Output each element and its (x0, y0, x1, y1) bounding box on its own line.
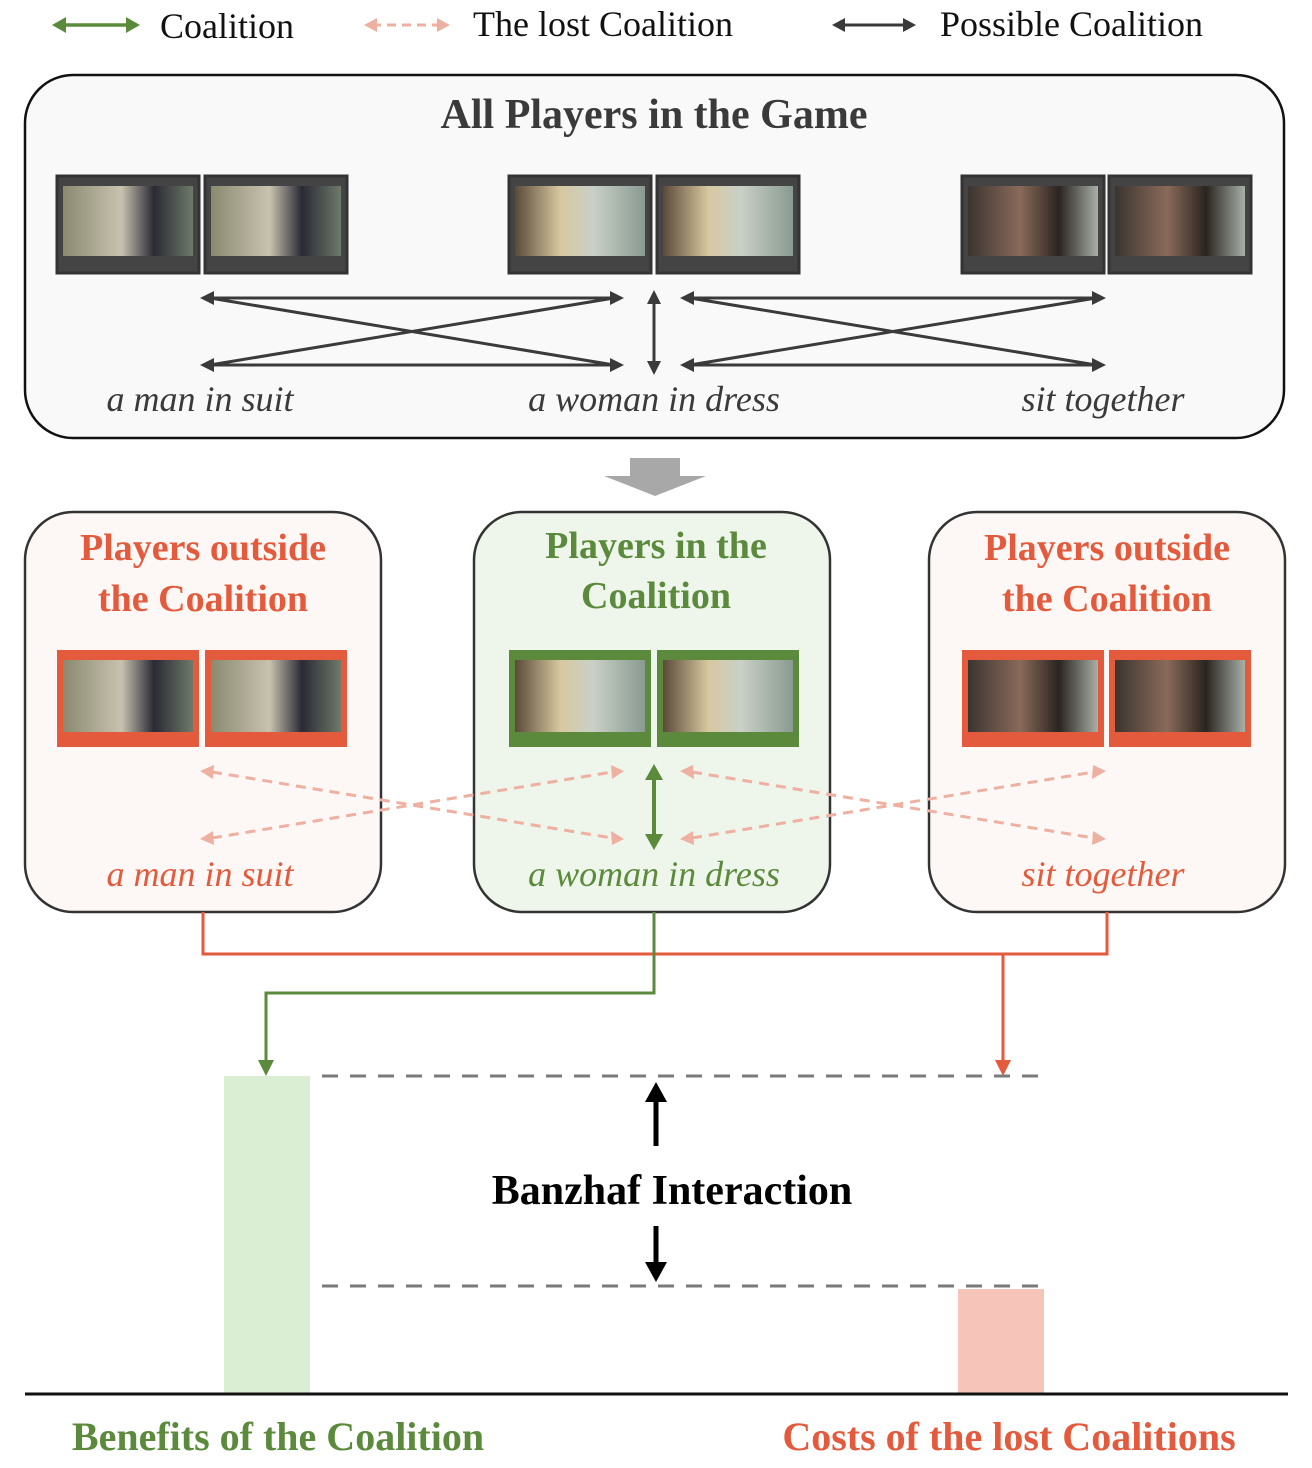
top-label-woman: a woman in dress (528, 379, 780, 419)
outside-box-left: Players outside the Coalition a man in s… (23, 510, 383, 914)
frame-group-woman (507, 174, 801, 275)
outside-left-title-line1: Players outside (80, 527, 326, 569)
lost-coalition-arrows (200, 765, 1106, 845)
mid-label-woman: a woman in dress (528, 854, 780, 894)
legend: Coalition The lost Coalition Possible Co… (52, 4, 1203, 46)
frame-group-man (55, 174, 349, 275)
all-players-title: All Players in the Game (441, 92, 868, 138)
coalition-arrow (645, 764, 663, 850)
legend-lost-label: The lost Coalition (473, 4, 733, 44)
possible-coalition-arrows (200, 290, 1106, 375)
legend-lost-arrow (364, 18, 450, 32)
mid-label-man: a man in suit (106, 854, 294, 894)
interaction-chart: Banzhaf Interaction (25, 1074, 1288, 1396)
coalition-title-line2: Coalition (581, 575, 731, 617)
banzhaf-interaction-label: Banzhaf Interaction (492, 1168, 853, 1214)
benefits-label: Benefits of the Coalition (72, 1414, 484, 1459)
outside-right-title-line2: the Coalition (1002, 578, 1212, 620)
interaction-down-arrow (645, 1226, 667, 1282)
interaction-up-arrow (645, 1082, 667, 1146)
connector-arrowhead-red (995, 1060, 1011, 1076)
coalition-box-center: Players in the Coalition a woman in dres… (472, 510, 832, 914)
flow-down-arrow (604, 458, 706, 496)
coalition-title-line1: Players in the (545, 525, 767, 567)
outside-right-title-line1: Players outside (984, 527, 1230, 569)
top-label-man: a man in suit (106, 379, 294, 419)
connector-arrowhead-green (258, 1060, 274, 1076)
mid-label-sit: sit together (1022, 854, 1186, 894)
legend-possible-label: Possible Coalition (940, 4, 1203, 44)
outside-box-right: Players outside the Coalition sit togeth… (927, 510, 1287, 914)
benefit-bar (224, 1076, 310, 1394)
legend-coalition-label: Coalition (160, 6, 294, 46)
all-players-box: All Players in the Game (23, 73, 1286, 440)
frame-group-sit (960, 174, 1253, 275)
costs-label: Costs of the lost Coalitions (782, 1414, 1235, 1459)
connector-lines (201, 912, 1109, 1064)
cost-bar (958, 1289, 1044, 1394)
outside-left-title-line2: the Coalition (98, 578, 308, 620)
legend-possible-arrow (832, 18, 916, 32)
legend-coalition-arrow (52, 17, 140, 33)
top-label-sit: sit together (1022, 379, 1186, 419)
